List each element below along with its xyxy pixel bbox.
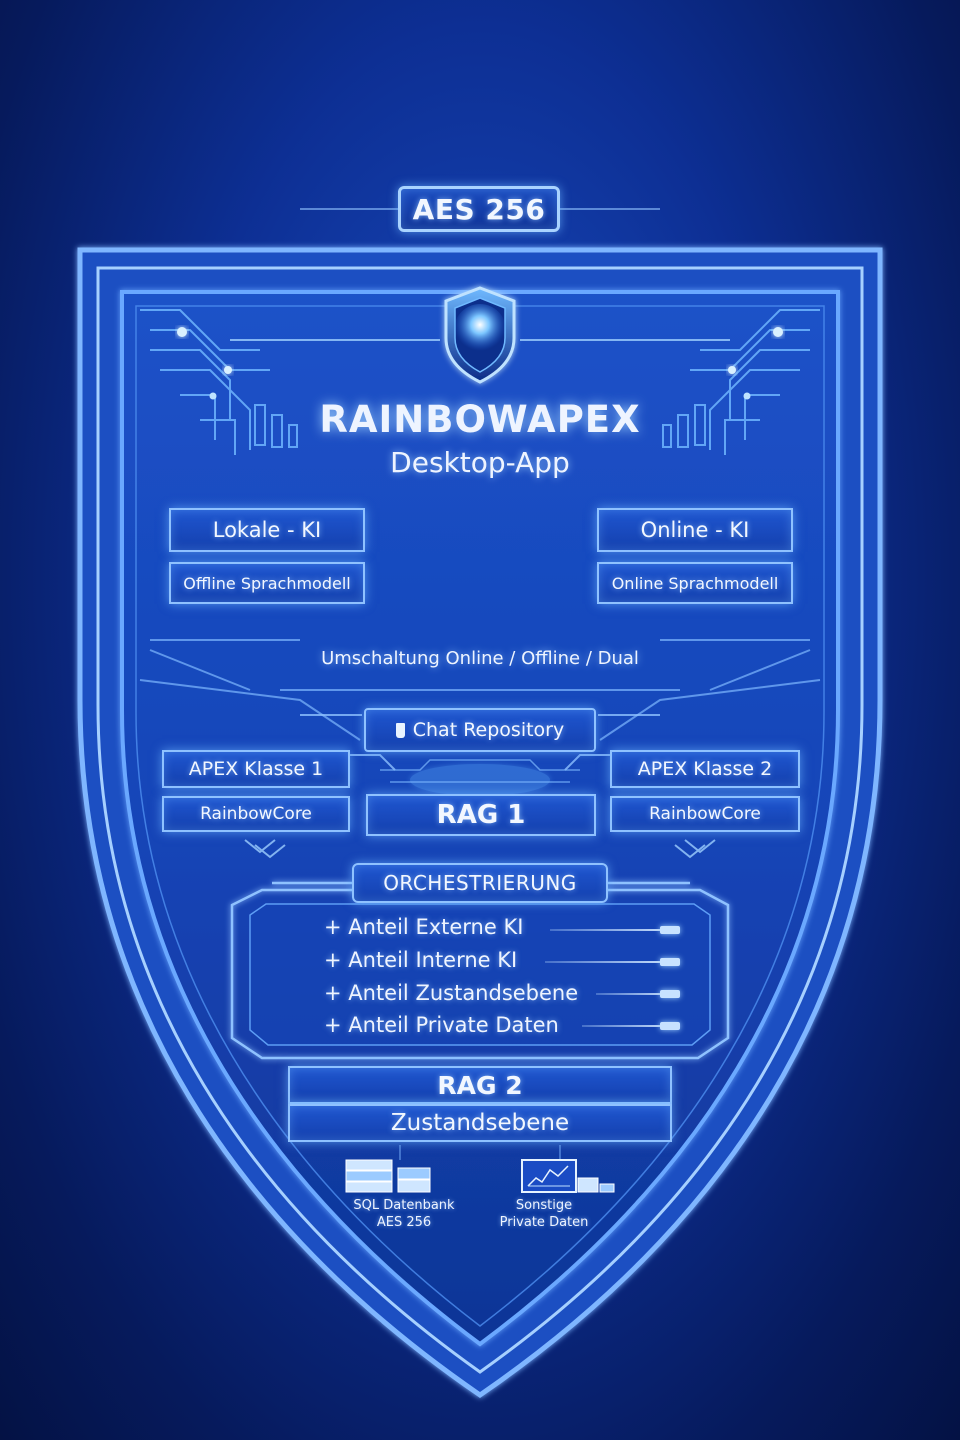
slider-knob-externe-ki xyxy=(660,926,680,934)
chat-repository-label: Chat Repository xyxy=(412,719,565,741)
apex-class-2-label: APEX Klasse 2 xyxy=(610,750,800,788)
anteil-private-daten: + Anteil Private Daten xyxy=(324,1013,559,1037)
circuit-right-decoration xyxy=(662,309,820,455)
sql-database-label: SQL Datenbank AES 256 xyxy=(334,1197,474,1231)
slider-track-private-daten xyxy=(582,1025,675,1027)
apex-class-1-label: APEX Klasse 1 xyxy=(162,750,350,788)
private-data-line2: Private Daten xyxy=(499,1215,589,1230)
online-model-label: Online Sprachmodell xyxy=(597,562,793,604)
sql-database-line1: SQL Datenbank xyxy=(353,1198,455,1213)
rag2-box: RAG 2 xyxy=(288,1066,672,1104)
switch-mode-label: Umschaltung Online / Offline / Dual xyxy=(321,648,639,669)
rainbowcore-left-label: RainbowCore xyxy=(162,796,350,832)
database-icon xyxy=(345,1159,431,1193)
rag1-box: RAG 1 xyxy=(366,794,596,836)
slider-knob-private-daten xyxy=(660,1022,680,1030)
circuit-left-decoration xyxy=(140,309,298,455)
aes-badge: AES 256 xyxy=(398,186,560,232)
orchestration-title: ORCHESTRIERUNG xyxy=(352,863,608,903)
sql-database-line2: AES 256 xyxy=(376,1215,432,1230)
local-ki-label: Lokale - KI xyxy=(169,508,365,552)
slider-track-externe-ki xyxy=(550,929,675,931)
app-title: RAINBOWAPEX xyxy=(319,398,641,441)
shield-emblem-icon xyxy=(444,286,516,384)
online-ki-label: Online - KI xyxy=(597,508,793,552)
anteil-zustandsebene: + Anteil Zustandsebene xyxy=(324,981,579,1005)
zustandsebene-box: Zustandsebene xyxy=(288,1104,672,1142)
slider-track-interne-ki xyxy=(545,961,675,963)
slider-knob-zustandsebene xyxy=(660,990,680,998)
rainbowcore-right-label: RainbowCore xyxy=(610,796,800,832)
chat-repository-box: Chat Repository xyxy=(364,708,596,752)
private-data-line1: Sonstige xyxy=(515,1198,573,1213)
offline-model-label: Offline Sprachmodell xyxy=(169,562,365,604)
private-data-label: Sonstige Private Daten xyxy=(484,1197,604,1231)
slider-knob-interne-ki xyxy=(660,958,680,966)
repository-icon xyxy=(395,722,405,738)
anteil-interne-ki: + Anteil Interne KI xyxy=(324,948,518,972)
slider-track-zustandsebene xyxy=(596,993,675,995)
anteil-externe-ki: + Anteil Externe KI xyxy=(324,915,524,939)
chart-monitor-icon xyxy=(521,1159,615,1193)
app-subtitle: Desktop-App xyxy=(390,446,570,479)
